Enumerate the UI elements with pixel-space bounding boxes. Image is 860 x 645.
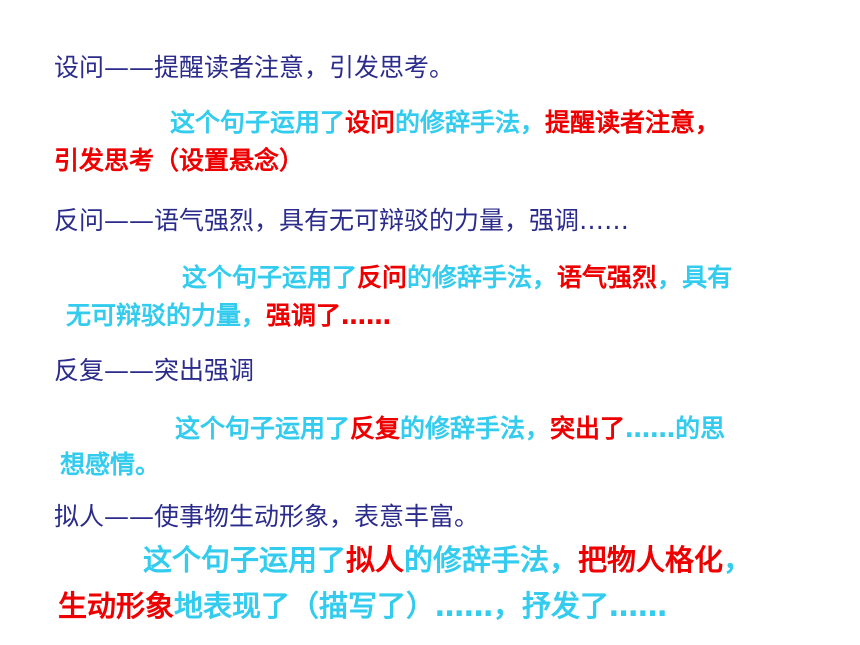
example-text: 这个句子运用了: [170, 108, 346, 137]
highlight-effect: 突出了: [550, 414, 626, 443]
example-fanwen-line1: 这个句子运用了反问的修辞手法，语气强烈，具有: [182, 265, 732, 290]
example-niren-line1: 这个句子运用了拟人的修辞手法，把物人格化，: [143, 546, 752, 575]
definition-fanfu: 反复——突出强调: [54, 356, 255, 385]
example-text: ……的思: [625, 414, 726, 443]
example-text: 的修辞手法，: [395, 108, 546, 137]
highlight-effect: 生动形象: [58, 589, 175, 623]
example-text: 想感情。: [60, 450, 161, 479]
example-text: 这个句子运用了: [182, 263, 358, 292]
example-text: 的修辞手法，: [407, 263, 558, 292]
definition-niren: 拟人——使事物生动形象，表意丰富。: [54, 502, 480, 531]
example-text: 的修辞手法，: [404, 543, 579, 577]
highlight-effect: 提醒读者注意，: [545, 108, 721, 137]
highlight-effect: 引发思考（设置悬念）: [54, 146, 305, 175]
example-text: 这个句子运用了: [143, 543, 347, 577]
example-text: ，具有: [657, 263, 733, 292]
example-fanfu-line2: 想感情。: [60, 452, 160, 477]
example-shewen-line2: 引发思考（设置悬念）: [54, 148, 304, 173]
example-niren-line2: 生动形象地表现了（描写了）……，抒发了……: [58, 592, 667, 621]
example-shewen-line1: 这个句子运用了设问的修辞手法，提醒读者注意，: [170, 110, 720, 135]
definition-shewen: 设问——提醒读者注意，引发思考。: [54, 53, 455, 82]
highlight-effect: 语气强烈: [557, 263, 658, 292]
example-text: ，: [723, 543, 753, 577]
highlight-effect: 强调了……: [266, 301, 392, 330]
example-fanfu-line1: 这个句子运用了反复的修辞手法，突出了……的思: [175, 416, 725, 441]
highlight-term: 反问: [357, 263, 408, 292]
example-text: 无可辩驳的力量，: [66, 301, 267, 330]
example-text: 地表现了（描写了）……，抒发了……: [174, 589, 668, 623]
example-text: 的修辞手法，: [400, 414, 551, 443]
example-text: 这个句子运用了: [175, 414, 351, 443]
highlight-term: 设问: [345, 108, 396, 137]
example-fanwen-line2: 无可辩驳的力量，强调了……: [66, 303, 391, 328]
definition-fanwen: 反问——语气强烈，具有无可辩驳的力量，强调……: [54, 206, 630, 235]
highlight-term: 拟人: [346, 543, 405, 577]
highlight-term: 反复: [350, 414, 401, 443]
highlight-effect: 把物人格化: [578, 543, 724, 577]
